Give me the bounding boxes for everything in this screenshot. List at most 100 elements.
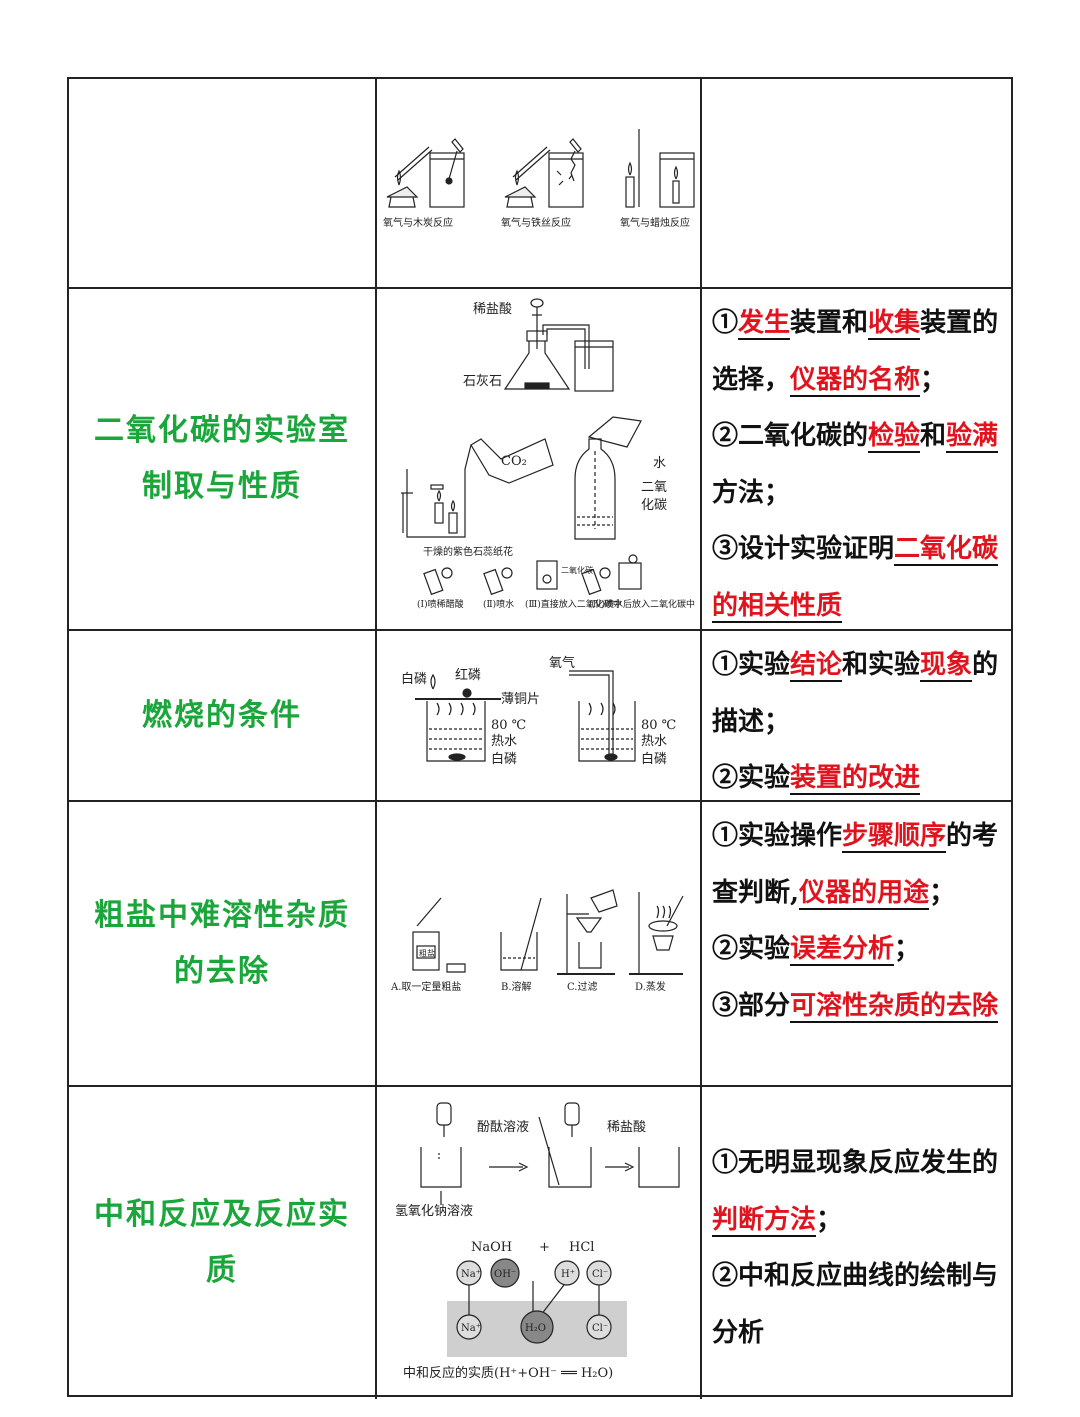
key-point: ③设计实验证明二氧化碳的相关性质 bbox=[712, 521, 1003, 634]
figure-label: 水 bbox=[653, 456, 666, 471]
figure-label: 氢氧化钠溶液 bbox=[395, 1204, 473, 1219]
figure-cell: 氧气与木炭反应 氧气与铁丝反应 氧气与蜡烛反应 bbox=[377, 79, 702, 287]
figure-label: 氧气与木炭反应 bbox=[383, 216, 453, 229]
points-cell bbox=[702, 79, 1011, 287]
figure-label: D.蒸发 bbox=[635, 980, 666, 993]
point-text: 方法； bbox=[712, 477, 791, 508]
point-text: ②二氧化碳的 bbox=[712, 421, 869, 451]
points-text: ①发生装置和收集装置的选择，仪器的名称；②二氧化碳的检验和验满方法；③设计实验证… bbox=[712, 295, 1003, 634]
highlight-text: 现象 bbox=[920, 650, 973, 682]
topic-cell bbox=[69, 79, 377, 287]
highlight-text: 仪器的名称 bbox=[790, 364, 921, 397]
highlight-text: 步骤顺序 bbox=[842, 821, 947, 853]
figure-cell: 稀盐酸 石灰石 CO₂ 水 二氧 化碳 干燥的紫色石蕊纸花 (Ⅰ)喷稀醋酸 (Ⅱ… bbox=[377, 289, 702, 629]
co2-figure: 稀盐酸 石灰石 CO₂ 水 二氧 化碳 干燥的紫色石蕊纸花 (Ⅰ)喷稀醋酸 (Ⅱ… bbox=[401, 298, 695, 610]
figure-label: B.溶解 bbox=[501, 980, 532, 993]
figure-label: H₂O bbox=[525, 1323, 546, 1334]
point-text: ； bbox=[929, 877, 956, 908]
figure-cell: 酚酞溶液 稀盐酸 氢氧化钠溶液 NaOH + HCl Na⁺ OH⁻ H⁺ Cl… bbox=[377, 1087, 702, 1399]
figure-label: (Ⅰ)喷稀醋酸 bbox=[417, 598, 464, 610]
figure-label: 酚酞溶液 bbox=[477, 1120, 529, 1135]
figure-label: 氧气与蜡烛反应 bbox=[620, 216, 690, 229]
figure-label: 红磷 bbox=[455, 667, 481, 683]
table-row: 二氧化碳的实验室制取与性质 bbox=[69, 287, 1011, 629]
figure-label: Cl⁻ bbox=[592, 1269, 608, 1280]
points-text: ①无明显现象反应发生的判断方法； ②中和反应曲线的绘制与分析 bbox=[712, 1093, 1003, 1361]
highlight-text: 装置的改进 bbox=[790, 763, 921, 795]
table-row: 粗盐中难溶性杂质的去除 粗盐 A.取一定量粗 bbox=[69, 800, 1011, 1085]
point-text: 装置的选择， bbox=[712, 308, 999, 395]
figure-label: H⁺ bbox=[561, 1269, 575, 1280]
topic-cell: 粗盐中难溶性杂质的去除 bbox=[69, 802, 377, 1085]
point-text: ②中和反应曲线的绘制与分析 bbox=[712, 1261, 999, 1348]
figure-label: C.过滤 bbox=[567, 980, 597, 993]
topic-cell: 燃烧的条件 bbox=[69, 631, 377, 800]
table-row: 氧气与木炭反应 氧气与铁丝反应 氧气与蜡烛反应 bbox=[69, 79, 1011, 287]
figure-label: Na⁺ bbox=[461, 1269, 481, 1280]
salt-purification-figure: 粗盐 A.取一定量粗盐 B.溶解 C.过滤 D.蒸发 bbox=[390, 889, 684, 993]
key-point: ①发生装置和收集装置的选择，仪器的名称； bbox=[712, 295, 1003, 408]
key-point: ②实验误差分析； bbox=[712, 921, 1003, 978]
point-text: ②实验 bbox=[712, 763, 791, 793]
point-text: ③设计实验证明 bbox=[712, 534, 895, 564]
highlight-text: 仪器的用途 bbox=[799, 877, 930, 910]
key-point: ①无明显现象反应发生的判断方法； bbox=[712, 1135, 1003, 1248]
key-point: ③部分可溶性杂质的去除 bbox=[712, 978, 1003, 1035]
highlight-text: 发生 bbox=[738, 308, 791, 340]
topic-cell: 二氧化碳的实验室制取与性质 bbox=[69, 289, 377, 629]
point-text: ； bbox=[816, 1204, 843, 1235]
figure-label: 热水 bbox=[641, 734, 667, 749]
highlight-text: 误差分析 bbox=[790, 934, 895, 966]
points-cell: ①无明显现象反应发生的判断方法； ②中和反应曲线的绘制与分析 bbox=[702, 1087, 1011, 1399]
point-text: ①实验操作 bbox=[712, 821, 843, 851]
point-text: 的描述； bbox=[712, 650, 999, 737]
point-text: ①无明显现象反应发生的 bbox=[712, 1148, 999, 1178]
figure-label: OH⁻ bbox=[494, 1269, 516, 1280]
points-cell: ①发生装置和收集装置的选择，仪器的名称；②二氧化碳的检验和验满方法； ③设计实验证… bbox=[702, 289, 1011, 629]
point-text: ； bbox=[920, 364, 947, 395]
knowledge-table: 氧气与木炭反应 氧气与铁丝反应 氧气与蜡烛反应 二氧化碳的实验室制取与性质 bbox=[67, 77, 1013, 1399]
highlight-text: 收集 bbox=[868, 308, 921, 340]
figure-label: A.取一定量粗盐 bbox=[390, 980, 461, 993]
figure-label: 白磷 bbox=[401, 671, 427, 687]
point-text: 和 bbox=[920, 421, 947, 451]
point-text: 和实验 bbox=[842, 650, 921, 680]
figure-label: CO₂ bbox=[501, 454, 527, 469]
figure-label: 石灰石 bbox=[463, 374, 502, 389]
figure-label: 薄铜片 bbox=[501, 692, 540, 707]
highlight-text: 二氧化碳的相关性质 bbox=[712, 534, 999, 623]
point-text: ① bbox=[712, 308, 739, 338]
topic-cell: 中和反应及反应实质 bbox=[69, 1087, 377, 1399]
figure-label: 稀盐酸 bbox=[607, 1120, 646, 1135]
figure-cell: 粗盐 A.取一定量粗盐 B.溶解 C.过滤 D.蒸发 bbox=[377, 802, 702, 1085]
table-row: 燃烧的条件 白磷 红磷 薄铜片 8 bbox=[69, 629, 1011, 800]
points-text: ①实验结论和实验现象的描述；②实验装置的改进 bbox=[712, 637, 1003, 807]
points-cell: ①实验操作步骤顺序的考查判断,仪器的用途；②实验误差分析；③部分可溶性杂质的去除 bbox=[702, 802, 1011, 1085]
figure-label: 白磷 bbox=[491, 751, 517, 767]
figure-label: 粗盐 bbox=[419, 948, 435, 958]
figure-label: HCl bbox=[569, 1240, 594, 1255]
points-cell: ①实验结论和实验现象的描述；②实验装置的改进 bbox=[702, 631, 1011, 800]
oxygen-combustion-figure: 氧气与木炭反应 氧气与铁丝反应 氧气与蜡烛反应 bbox=[383, 129, 695, 229]
figure-label: 氧气 bbox=[549, 655, 575, 671]
combustion-condition-figure: 白磷 红磷 薄铜片 80 ℃ 热水 白磷 氧气 80 ℃ 热水 白磷 bbox=[401, 655, 676, 767]
key-point: ①实验操作步骤顺序的考查判断,仪器的用途； bbox=[712, 808, 1003, 921]
figure-label: Cl⁻ bbox=[592, 1323, 608, 1334]
key-point: ②中和反应曲线的绘制与分析 bbox=[712, 1248, 1003, 1361]
figure-label: 热水 bbox=[491, 734, 517, 749]
highlight-text: 检验 bbox=[868, 421, 921, 453]
figure-label: 二氧化碳 bbox=[561, 565, 593, 575]
figure-label: (Ⅱ)喷水 bbox=[483, 598, 514, 610]
key-point: ②二氧化碳的检验和验满方法； bbox=[712, 408, 1003, 521]
figure-label: 80 ℃ bbox=[641, 718, 676, 733]
point-text: ①实验 bbox=[712, 650, 791, 680]
figure-label: (Ⅳ)喷水后放入二氧化碳中 bbox=[589, 598, 695, 610]
point-text: ③部分 bbox=[712, 990, 791, 1021]
key-point: ②实验装置的改进 bbox=[712, 750, 1003, 807]
figure-label: 80 ℃ bbox=[491, 718, 526, 733]
figure-label: 二氧 bbox=[641, 480, 667, 495]
figure-label: Na⁺ bbox=[461, 1323, 481, 1334]
figure-label: (Ⅲ)直接放入二氧化碳中 bbox=[525, 598, 622, 610]
point-text: ②实验 bbox=[712, 934, 791, 964]
neutralization-figure: 酚酞溶液 稀盐酸 氢氧化钠溶液 NaOH + HCl Na⁺ OH⁻ H⁺ Cl… bbox=[395, 1102, 680, 1381]
